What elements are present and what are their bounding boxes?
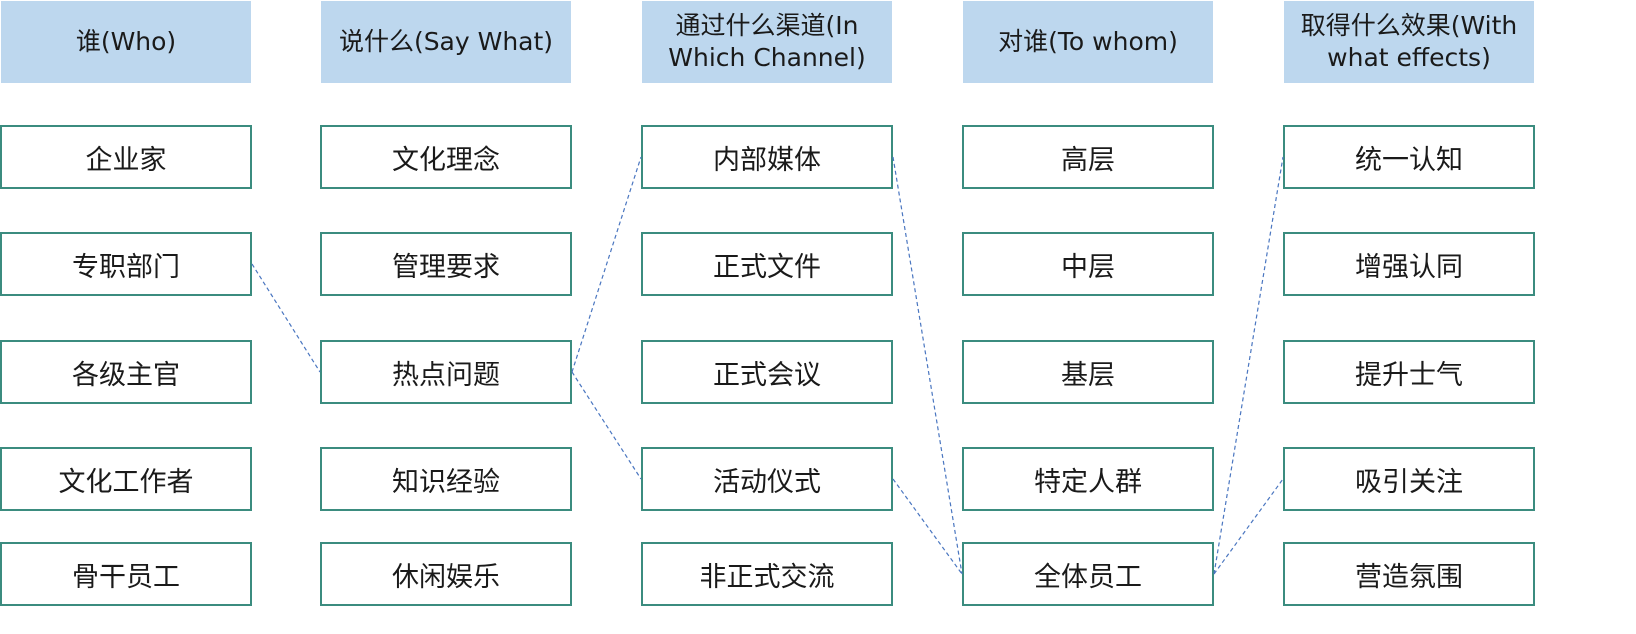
connector-line-4: [892, 478, 963, 575]
column-header-to-whom: 对谁(To whom): [963, 1, 1213, 83]
connector-line-0: [251, 263, 321, 373]
node-say-what-2: 热点问题: [320, 340, 572, 404]
node-to-whom-2: 基层: [962, 340, 1214, 404]
node-channel-1: 正式文件: [641, 232, 893, 296]
node-effects-0: 统一认知: [1283, 125, 1535, 189]
connector-line-2: [571, 371, 642, 480]
connector-line-1: [571, 156, 642, 373]
node-to-whom-0: 高层: [962, 125, 1214, 189]
node-who-3: 文化工作者: [0, 447, 252, 511]
connector-line-5: [1213, 156, 1284, 575]
node-channel-0: 内部媒体: [641, 125, 893, 189]
node-to-whom-4: 全体员工: [962, 542, 1214, 606]
column-header-effects: 取得什么效果(With what effects): [1284, 1, 1534, 83]
connector-line-6: [1213, 478, 1284, 575]
node-effects-2: 提升士气: [1283, 340, 1535, 404]
column-header-say-what: 说什么(Say What): [321, 1, 571, 83]
column-header-channel: 通过什么渠道(In Which Channel): [642, 1, 892, 83]
node-channel-2: 正式会议: [641, 340, 893, 404]
column-header-who: 谁(Who): [1, 1, 251, 83]
node-to-whom-1: 中层: [962, 232, 1214, 296]
node-to-whom-3: 特定人群: [962, 447, 1214, 511]
node-effects-4: 营造氛围: [1283, 542, 1535, 606]
connector-line-3: [892, 156, 963, 575]
node-who-4: 骨干员工: [0, 542, 252, 606]
node-effects-1: 增强认同: [1283, 232, 1535, 296]
node-say-what-1: 管理要求: [320, 232, 572, 296]
node-effects-3: 吸引关注: [1283, 447, 1535, 511]
node-say-what-3: 知识经验: [320, 447, 572, 511]
node-say-what-4: 休闲娱乐: [320, 542, 572, 606]
node-channel-4: 非正式交流: [641, 542, 893, 606]
node-who-0: 企业家: [0, 125, 252, 189]
node-say-what-0: 文化理念: [320, 125, 572, 189]
node-who-1: 专职部门: [0, 232, 252, 296]
node-channel-3: 活动仪式: [641, 447, 893, 511]
node-who-2: 各级主官: [0, 340, 252, 404]
